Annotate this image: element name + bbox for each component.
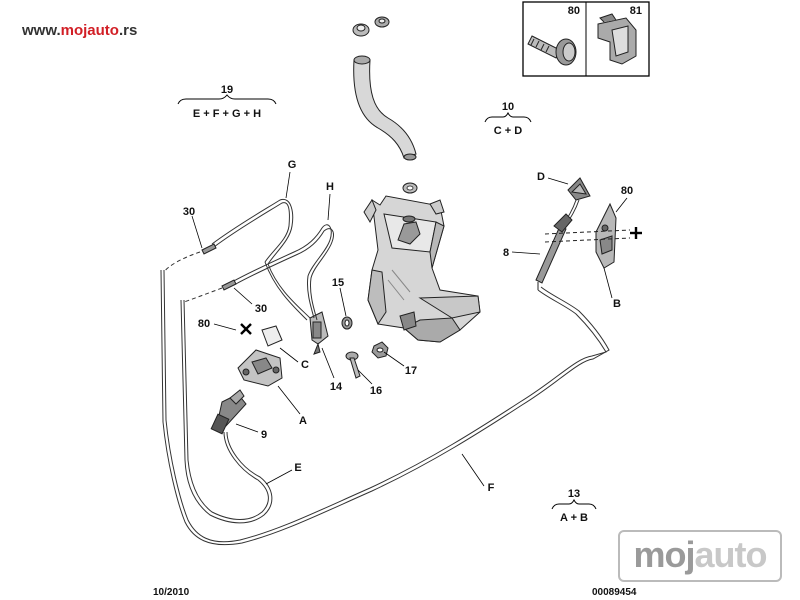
- callout-80-right: 80: [621, 185, 633, 197]
- callout-80-left: 80: [198, 318, 210, 330]
- callout-9: 9: [261, 429, 267, 441]
- rear-pipe: [535, 213, 631, 290]
- hose-f: [160, 269, 610, 546]
- callout-a: A: [299, 415, 307, 427]
- callout-30-bottom: 30: [255, 303, 267, 315]
- watermark-part-1: moj: [633, 534, 695, 575]
- front-bracket: [237, 349, 283, 387]
- callout-14: 14: [330, 381, 343, 393]
- leader-lines: [191, 171, 628, 487]
- watermark-part-2: auto: [694, 534, 768, 575]
- hose-dashes: [163, 251, 223, 303]
- washer-pump: [309, 311, 329, 355]
- group-number-19: 19: [221, 84, 233, 96]
- callout-15: 15: [332, 277, 344, 289]
- plus-marker-icon: [630, 227, 642, 239]
- hose-e: [180, 299, 273, 524]
- callout-d: D: [537, 171, 545, 183]
- group-parts-13: A + B: [560, 512, 588, 524]
- callout-e: E: [294, 462, 301, 474]
- callout-c: C: [301, 359, 309, 371]
- hose-g: [211, 198, 311, 321]
- inset-box: 80 81: [522, 1, 650, 77]
- callout-30-top: 30: [183, 206, 195, 218]
- site-url-suffix: .rs: [118, 22, 138, 39]
- pump-seal: [341, 316, 353, 330]
- cross-marker-icon: [240, 323, 252, 335]
- callout-17: 17: [405, 365, 417, 377]
- screw-icon: [527, 35, 577, 66]
- hose-h: [231, 224, 334, 321]
- fixing-nut: [371, 341, 389, 359]
- group-parts-10: C + D: [494, 125, 522, 137]
- site-url-prefix: www.: [22, 22, 61, 39]
- group-header-19: 19 E + F + G + H: [177, 84, 277, 120]
- filler-neck: [353, 55, 418, 194]
- front-jet: [210, 389, 247, 435]
- group-parts-19: E + F + G + H: [193, 108, 261, 120]
- callout-f: F: [488, 482, 495, 494]
- filler-cap: [352, 16, 390, 37]
- clip-icon: [597, 13, 637, 65]
- inset-label-80: 80: [568, 5, 580, 17]
- group-header-13: 13 A + B: [551, 488, 597, 524]
- site-url-brand: mojauto: [60, 22, 119, 39]
- group-header-10: 10 C + D: [484, 101, 532, 137]
- callout-8: 8: [503, 247, 509, 259]
- diagram-date: 10/2010: [153, 587, 190, 598]
- fixing-screw: [345, 351, 361, 379]
- callout-h: H: [326, 181, 334, 193]
- hose-connectors-30: [201, 243, 237, 291]
- watermark-logo: mojauto: [618, 530, 782, 582]
- inset-label-81: 81: [630, 5, 642, 17]
- diagram-reference: 00089454: [592, 587, 637, 598]
- callout-b: B: [613, 298, 621, 310]
- rear-jet: [567, 177, 591, 201]
- callout-g: G: [288, 159, 297, 171]
- group-number-13: 13: [568, 488, 580, 500]
- front-cap: [261, 325, 283, 347]
- washer-reservoir: [363, 195, 481, 343]
- site-url[interactable]: www.mojauto.rs: [22, 22, 137, 39]
- group-number-10: 10: [502, 101, 514, 113]
- callout-16: 16: [370, 385, 382, 397]
- rear-bracket: [595, 202, 617, 269]
